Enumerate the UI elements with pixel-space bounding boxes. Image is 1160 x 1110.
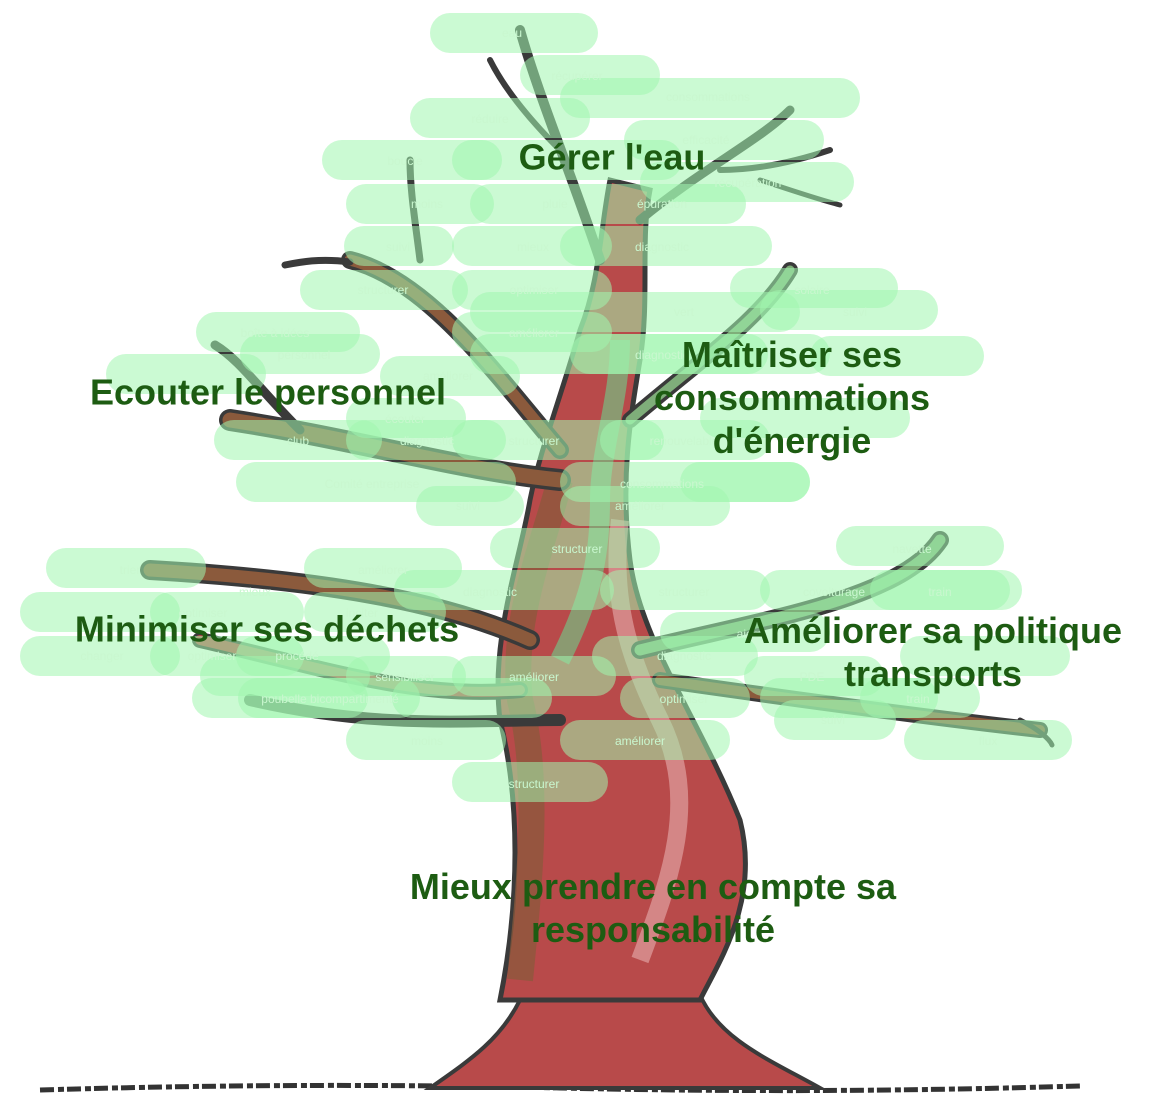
keyword-label: procédé xyxy=(275,650,318,662)
keyword-label: pluie xyxy=(542,198,567,210)
keyword-label: consommations xyxy=(620,478,704,490)
keyword-label: structurer xyxy=(659,586,710,598)
keyword-label: navette xyxy=(892,543,931,555)
keyword-label: améliorer xyxy=(358,564,408,576)
keyword-label: changer xyxy=(80,650,123,662)
keyword-label: épuration xyxy=(637,198,687,210)
keyword-label: boucle xyxy=(387,155,422,167)
keyword-label: récupération xyxy=(715,177,782,189)
theme-title-personnel: Ecouter le personnel xyxy=(90,370,446,413)
keyword-label: moins xyxy=(411,735,443,747)
keyword-label: améliorer xyxy=(509,671,559,683)
keyword-label: suivi xyxy=(456,500,480,512)
tree-roots xyxy=(430,995,820,1088)
keyword-label: vert xyxy=(674,306,694,318)
keyword-label: écouter xyxy=(385,413,425,425)
keyword-label: structurer xyxy=(552,543,603,555)
theme-title-eau: Gérer l'eau xyxy=(519,135,706,178)
keyword-label: Comité entreprise xyxy=(325,478,420,490)
keyword-label: suivi xyxy=(843,306,867,318)
keyword-label: diagnostic xyxy=(400,435,454,447)
keyword-label: flux xyxy=(979,735,998,747)
keyword-label: récupérer xyxy=(551,70,602,82)
keyword-label: solaire xyxy=(794,284,829,296)
keyword-label: améliorer xyxy=(615,500,665,512)
keyword-label: trier xyxy=(120,564,141,576)
keyword-bubble xyxy=(470,184,746,224)
keyword-label: mieux xyxy=(517,241,549,253)
theme-title-energie: Maîtriser ses consommations d'énergie xyxy=(627,333,957,463)
keyword-label: poubelle bicompartimenté xyxy=(261,693,398,705)
keyword-label: suivi xyxy=(821,714,845,726)
keyword-label: moins xyxy=(411,198,443,210)
keyword-label: structurer xyxy=(509,435,560,447)
theme-title-transports: Améliorer sa politique transports xyxy=(713,609,1153,695)
keyword-label: diagnostic xyxy=(657,650,711,662)
keyword-label: optimiser xyxy=(660,693,709,705)
keyword-label: améliorer xyxy=(509,327,559,339)
keyword-label: consommations xyxy=(666,91,750,103)
keyword-label: mieux xyxy=(239,586,271,598)
keyword-label: personnel xyxy=(278,349,331,361)
keyword-label: optimiser xyxy=(188,650,237,662)
keyword-label: optimiser xyxy=(510,284,559,296)
theme-title-dechets: Minimiser ses déchets xyxy=(75,607,459,650)
keyword-label: sensibiliser xyxy=(375,671,434,683)
keyword-label: suivi xyxy=(386,241,410,253)
keyword-label: améliorer xyxy=(615,735,665,747)
keyword-label: covoiturage xyxy=(803,586,865,598)
keyword-bubble xyxy=(392,678,552,718)
keyword-label: structurer xyxy=(358,284,409,296)
keyword-label: boîte à idées xyxy=(241,327,310,339)
keyword-label: train xyxy=(928,586,951,598)
keyword-label: réduire xyxy=(471,113,508,125)
theme-title-responsabilite: Mieux prendre en compte sa responsabilit… xyxy=(403,865,903,951)
keyword-label: eau xyxy=(502,27,522,39)
keyword-label: diagnostic xyxy=(635,241,689,253)
keyword-label: diagnostic xyxy=(463,586,517,598)
keyword-label: structurer xyxy=(509,778,560,790)
keyword-label: club xyxy=(287,435,309,447)
